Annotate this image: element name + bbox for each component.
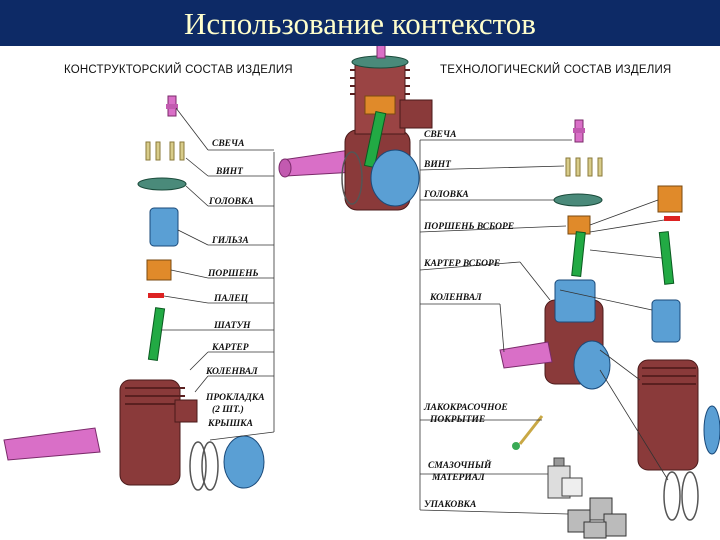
piston-part-left	[146, 259, 172, 281]
title-bar: Использование контекстов	[0, 0, 720, 46]
label-left-prokladka-1: ПРОКЛАДКА	[205, 393, 265, 403]
piston-part-far-right	[657, 185, 683, 213]
left-leader-lines	[161, 107, 275, 441]
label-left-palets: ПАЛЕЦ	[213, 294, 249, 304]
right-leader-lines	[419, 139, 669, 515]
label-left-shatun: ШАТУН	[213, 321, 251, 331]
label-left-svecha: СВЕЧА	[212, 139, 244, 149]
packaging-icon	[567, 497, 627, 539]
assembled-engine-top	[278, 46, 433, 211]
paint-brush-icon	[512, 415, 544, 450]
pin-part-far-right	[664, 216, 680, 221]
crankcase-part-left	[119, 379, 198, 486]
label-right-svecha: СВЕЧА	[424, 130, 456, 140]
label-right-lkp-1: ЛАКОКРАСОЧНОЕ	[423, 403, 508, 413]
spark-plug-part-left	[166, 95, 178, 117]
label-left-gilza: ГИЛЬЗА	[211, 236, 249, 246]
label-right-vint: ВИНТ	[423, 160, 452, 170]
liner-part-left	[149, 207, 179, 247]
rod-part-left	[147, 307, 166, 362]
right-column-heading: ТЕХНОЛОГИЧЕСКИЙ СОСТАВ ИЗДЕЛИЯ	[440, 64, 672, 76]
label-left-kryshka: КРЫШКА	[207, 419, 253, 429]
label-right-lkp-2: ПОКРЫТИЕ	[429, 415, 485, 425]
label-left-porshen: ПОРШЕНЬ	[207, 269, 259, 279]
label-right-karter-v-sbore: КАРТЕР ВСБОРЕ	[423, 259, 500, 269]
rod-part-far-right	[658, 231, 675, 285]
label-left-karter: КАРТЕР	[211, 343, 249, 353]
piston-assembly-part-right	[567, 215, 591, 277]
screws-part-right	[565, 157, 603, 177]
head-part-left	[137, 177, 187, 191]
screws-part-left	[145, 141, 185, 161]
gasket-part-left	[189, 441, 207, 491]
label-left-golovka: ГОЛОВКА	[208, 197, 254, 207]
crankshaft-part-left	[3, 427, 101, 461]
crankcase-assembly-right	[544, 279, 611, 390]
liner-part-far-right	[651, 299, 681, 343]
engine-diagram: СВЕЧА ВИНТ ГОЛОВКА ГИЛЬЗА ПОРШЕНЬ ПАЛЕЦ …	[3, 46, 720, 539]
crankshaft-part-right	[499, 341, 553, 369]
right-parts	[499, 119, 720, 539]
label-right-kolenval: КОЛЕНВАЛ	[429, 293, 482, 303]
spark-plug-part-right	[573, 119, 585, 143]
label-left-prokladka-2: (2 ШТ.)	[212, 404, 244, 415]
label-right-smazka-1: СМАЗОЧНЫЙ	[428, 459, 492, 471]
label-right-smazka-2: МАТЕРИАЛ	[431, 473, 485, 483]
head-part-right	[553, 193, 603, 207]
label-left-vint: ВИНТ	[215, 167, 244, 177]
cover-part-left	[223, 435, 265, 489]
left-column-heading: КОНСТРУКТОРСКИЙ СОСТАВ ИЗДЕЛИЯ	[64, 64, 293, 76]
label-left-kolenval: КОЛЕНВАЛ	[205, 367, 258, 377]
slide-title: Использование контекстов	[184, 6, 536, 41]
gasket-part-right	[663, 471, 681, 521]
lubricant-icon	[547, 457, 583, 499]
label-right-upakovka: УПАКОВКА	[424, 500, 476, 510]
label-right-golovka: ГОЛОВКА	[423, 190, 469, 200]
label-right-porshen-v-sbore: ПОРШЕНЬ ВСБОРЕ	[423, 222, 514, 232]
left-parts	[3, 95, 265, 491]
pin-part-left	[148, 293, 164, 298]
crankcase-part-far-right	[637, 359, 720, 471]
